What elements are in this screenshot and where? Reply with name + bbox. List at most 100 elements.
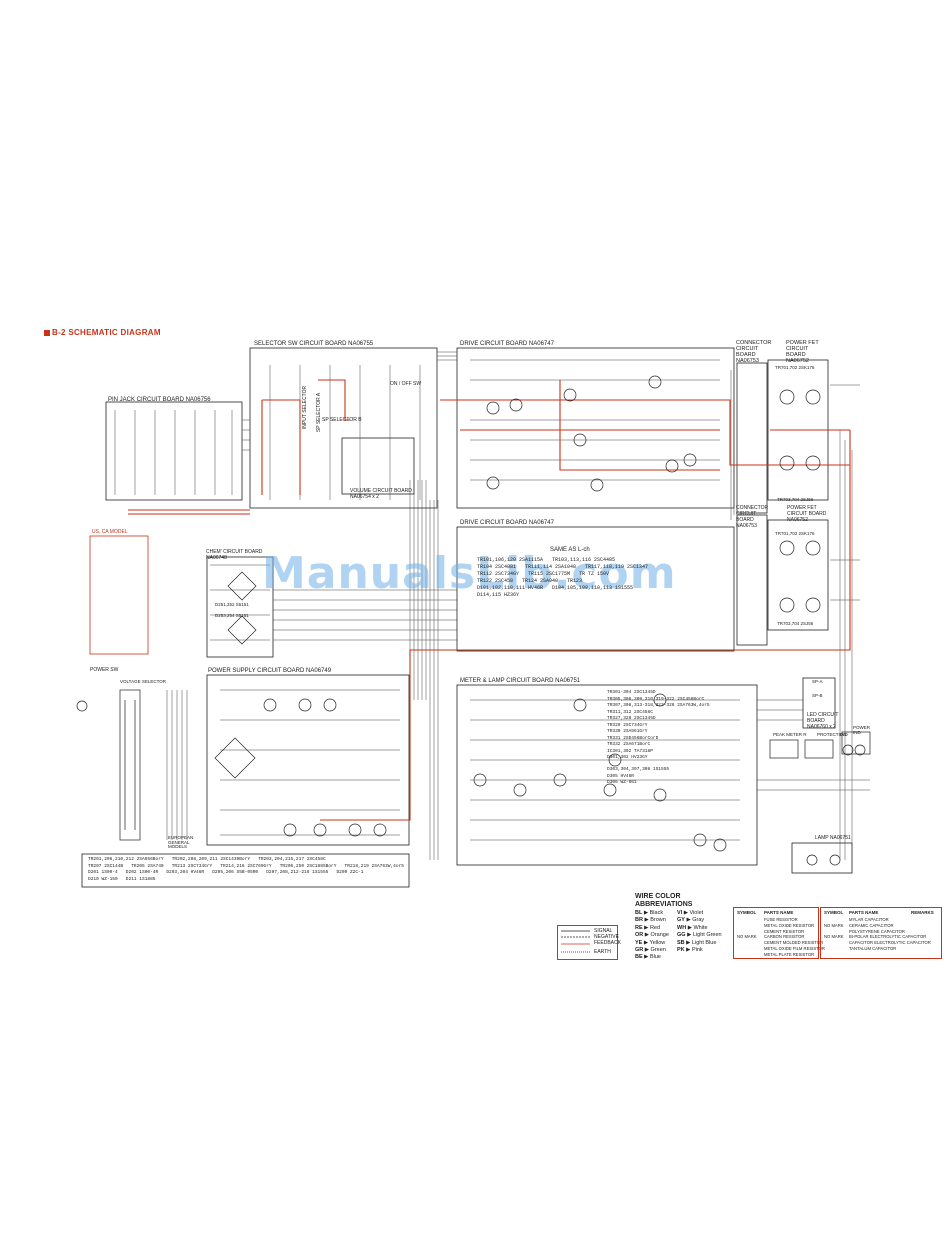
- board-title-power-fet-top: POWER FET CIRCUIT BOARD NA06752: [786, 340, 819, 364]
- table-parts-name: METAL PLATE RESISTOR: [764, 951, 815, 957]
- wire-color-code: WH: [677, 924, 687, 931]
- table-parts-name: CEMENT MOLDED RESISTOR: [764, 940, 824, 946]
- peak-meter-label: PEAK METER R: [773, 732, 807, 737]
- board-pin-jack: [105, 401, 243, 501]
- legend-signal: SIGNAL: [594, 928, 613, 934]
- wire-color-code: BR: [635, 917, 643, 924]
- wire-color-name: Pink: [691, 947, 703, 953]
- wire-color-item: GR ▶ Green: [635, 947, 666, 953]
- page-title: B-2 SCHEMATIC DIAGRAM: [44, 328, 161, 337]
- board-power-supply: [206, 674, 410, 846]
- wire-color-name: Violet: [689, 910, 704, 916]
- wire-color-code: BL: [635, 910, 643, 916]
- parts-list-meter-top: TR301-304 2SC1345D TR305,306,309,310,319…: [607, 690, 710, 760]
- board-volume: [341, 437, 415, 495]
- wire-color-item: VI ▶ Violet: [677, 910, 703, 916]
- board-title-led: LED CIRCUIT BOARD NA06760 x 2: [807, 712, 839, 730]
- board-chem: [206, 556, 274, 658]
- arrow-icon: ▶: [684, 939, 692, 946]
- board-connector-bottom: [736, 514, 768, 646]
- table-header: SYMBOL: [824, 910, 844, 915]
- wire-color-name: Light Green: [692, 932, 722, 939]
- arrow-icon: ▶: [643, 947, 651, 953]
- wire-color-code: OR: [635, 932, 644, 939]
- board-connector-top: [736, 362, 768, 514]
- wire-color-title-line1: WIRE COLOR: [635, 893, 681, 900]
- table-parts-name: CAPACITOR ELECTROLYTIC CAPACITOR: [849, 940, 931, 946]
- wire-color-name: Brown: [650, 917, 666, 924]
- sp-selector-b-label: SP SELECTOR B: [322, 417, 362, 423]
- wire-color-item: BL ▶ Black: [635, 910, 663, 916]
- table-parts-name: POLYSTYRENE CAPACITOR: [849, 928, 905, 934]
- european-general-label: EUROPEAN GENERAL MODELS: [168, 835, 194, 849]
- board-bottom-parts: [81, 853, 410, 888]
- board-title-drive-bottom: DRIVE CIRCUIT BOARD NA06747: [460, 520, 554, 526]
- wire-color-code: YE: [635, 939, 643, 946]
- board-title-power-supply: POWER SUPPLY CIRCUIT BOARD NA06749: [208, 668, 332, 674]
- wire-color-code: RE: [635, 924, 643, 931]
- wire-color-name: Green: [650, 947, 666, 953]
- power-sw-label: POWER SW: [90, 667, 119, 673]
- board-power-fet-bottom: [767, 519, 829, 631]
- sp-b-label: SP-B: [812, 693, 823, 698]
- fet-top-types: TR701,702 2SK176: [775, 365, 815, 370]
- wire-color-code: BE: [635, 954, 643, 961]
- on-off-sw-label: ON / OFF SW: [390, 381, 422, 387]
- table-parts-name: CARBON RESISTOR: [764, 934, 805, 940]
- board-title-pin-jack: PIN JACK CIRCUIT BOARD NA06756: [108, 397, 211, 403]
- legend-negative: NEGATIVE: [594, 934, 619, 940]
- table-parts-name: TANTALUM CAPACITOR: [849, 946, 897, 951]
- board-title-chem: CHEM' CIRCUIT BOARD NA06748: [206, 549, 263, 561]
- arrow-icon: ▶: [642, 924, 650, 931]
- board-meter-lamp: [456, 684, 758, 866]
- board-selector-sw: [249, 347, 438, 509]
- wire-color-item: GG ▶ Light Green: [677, 932, 722, 938]
- table-parts-name: CEMENT RESISTOR: [764, 928, 805, 934]
- table-symbol: NO MARK: [737, 934, 757, 940]
- wire-color-item: BR ▶ Brown: [635, 917, 666, 923]
- arrow-icon: ▶: [642, 954, 650, 961]
- input-selector-label: INPUT SELECTOR: [302, 385, 309, 430]
- table-parts-name: METAL OXIDE RESISTOR: [764, 922, 815, 928]
- arrow-icon: ▶: [643, 932, 651, 939]
- wire-color-name: Light Blue: [691, 939, 717, 946]
- arrow-icon: ▶: [642, 917, 651, 924]
- arrow-icon: ▶: [684, 947, 692, 953]
- wire-color-code: GR: [635, 947, 644, 953]
- board-drive-top: [456, 347, 735, 509]
- wire-color-item: YE ▶ Yellow: [635, 940, 665, 946]
- wire-color-name: White: [693, 924, 708, 931]
- wire-color-name: Black: [649, 910, 664, 916]
- board-title-volume: VOLUME CIRCUIT BOARD NA06754 x 2: [350, 488, 412, 500]
- same-as-lch-label: SAME AS L-ch: [550, 547, 590, 553]
- title-marker-icon: [44, 330, 50, 336]
- wire-color-item: BE ▶ Blue: [635, 954, 661, 960]
- chem-d251-label: D251,252 S5151: [215, 602, 249, 607]
- voltage-selector-label: VOLTAGE SELECTOR: [120, 679, 167, 684]
- parts-list-meter-mid: D303,304,307,308 1S1555 D305 HV46R D306 …: [607, 767, 670, 785]
- wire-color-code: GG: [677, 932, 686, 939]
- table-header: SYMBOL: [737, 910, 757, 915]
- table-parts-name: MYLAR CAPACITOR: [849, 917, 889, 922]
- board-led: [802, 677, 836, 729]
- legend-feedback: FEEDBACK: [594, 940, 621, 946]
- table-parts-name: CERAMIC CAPACITOR: [849, 922, 894, 928]
- fet-bottom-types2: TR703,704 2SJ56: [777, 621, 814, 626]
- wire-color-title-line2: ABBREVIATIONS: [635, 901, 693, 908]
- wire-color-code: VI: [677, 910, 683, 916]
- board-title-power-fet-bottom: POWER FET CIRCUIT BOARD NA06752: [787, 505, 827, 523]
- wire-color-item: RE ▶ Red: [635, 925, 660, 931]
- arrow-icon: ▶: [686, 924, 694, 931]
- board-title-connector-bottom: CONNECTOR CIRCUIT BOARD NA06753: [736, 505, 769, 529]
- wire-color-title: WIRE COLOR ABBREVIATIONS: [635, 893, 692, 909]
- wire-color-code: GY: [677, 917, 685, 924]
- wire-color-name: Red: [649, 924, 661, 931]
- chem-d253-label: D253,254 S5151: [215, 613, 249, 618]
- board-title-selector-sw: SELECTOR SW CIRCUIT BOARD NA06755: [254, 341, 374, 347]
- wire-color-item: GY ▶ Gray: [677, 917, 704, 923]
- board-lamp: [791, 842, 853, 874]
- arrow-icon: ▶: [682, 910, 690, 916]
- arrow-icon: ▶: [684, 917, 693, 924]
